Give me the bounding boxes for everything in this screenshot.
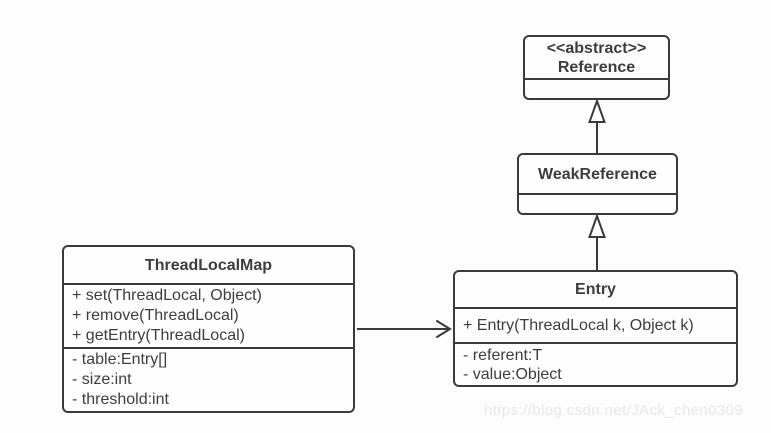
method-item: + set(ThreadLocal, Object) [72, 287, 262, 304]
association-arrowhead-icon [436, 320, 452, 338]
empty-compartment-reference [525, 78, 668, 98]
method-item: + remove(ThreadLocal) [72, 307, 239, 324]
class-name-reference: Reference [557, 58, 636, 76]
methods-compartment-threadlocalmap: + set(ThreadLocal, Object) + remove(Thre… [64, 283, 353, 347]
field-item: - referent:T [463, 347, 543, 364]
class-box-reference: <<abstract>> Reference [523, 35, 670, 100]
field-item: - size:int [72, 371, 132, 388]
generalization-arrowhead-icon [588, 98, 606, 123]
method-item: + getEntry(ThreadLocal) [72, 327, 245, 344]
class-box-threadlocalmap: ThreadLocalMap + set(ThreadLocal, Object… [62, 245, 355, 413]
field-item: - threshold:int [72, 391, 169, 408]
field-item: - table:Entry[] [72, 351, 168, 368]
methods-compartment-entry: + Entry(ThreadLocal k, Object k) [455, 307, 736, 342]
watermark: https://blog.csdn.net/JAck_chen0309 [484, 402, 744, 419]
class-box-weakreference: WeakReference [517, 153, 678, 215]
generalization-arrowhead-icon [588, 213, 606, 238]
class-box-entry: Entry + Entry(ThreadLocal k, Object k) -… [453, 270, 738, 387]
method-item: + Entry(ThreadLocal k, Object k) [463, 316, 694, 334]
class-name-entry: Entry [575, 281, 616, 298]
field-item: - value:Object [463, 366, 562, 383]
class-name-weakreference: WeakReference [538, 165, 657, 183]
class-title-reference: <<abstract>> Reference [525, 37, 668, 78]
class-name-threadlocalmap: ThreadLocalMap [144, 256, 273, 274]
fields-compartment-threadlocalmap: - table:Entry[] - size:int - threshold:i… [64, 347, 353, 411]
stereotype-label: <<abstract>> [546, 39, 647, 57]
empty-compartment-weakreference [519, 193, 676, 213]
fields-compartment-entry: - referent:T - value:Object [455, 342, 736, 385]
